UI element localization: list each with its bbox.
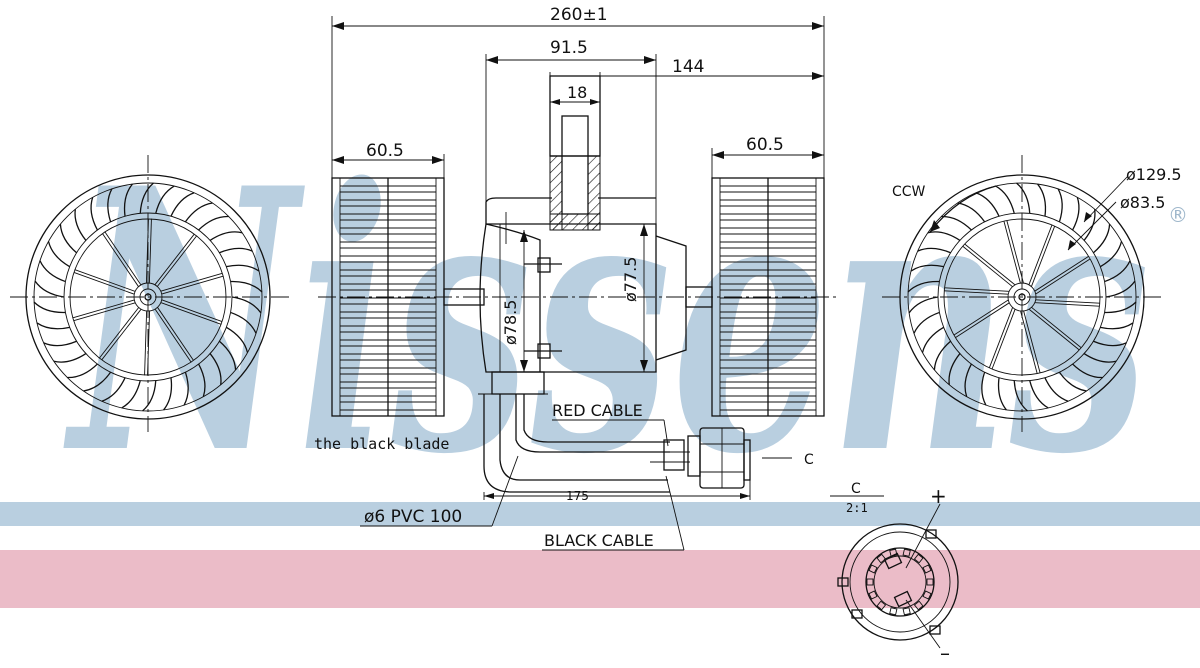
dimension-lines <box>331 16 825 551</box>
blue-band <box>0 502 1200 526</box>
dim-cable-length: 175 <box>566 489 589 503</box>
view-ref-label: C <box>804 452 814 468</box>
dim-motor-length: 91.5 <box>550 38 588 58</box>
top-connector <box>549 75 601 231</box>
black-cable-label: BLACK CABLE <box>544 531 654 550</box>
dim-wheel-outer-diameter: ø129.5 <box>1126 165 1182 184</box>
right-wheel-front-view <box>882 155 1162 432</box>
dim-right-wheel-width: 60.5 <box>746 135 784 155</box>
dim-right-length: 144 <box>672 57 704 77</box>
dim-overall-length: 260±1 <box>550 5 608 25</box>
dim-wheel-inner-diameter: ø83.5 <box>1120 193 1165 212</box>
detail-scale: 2:1 <box>846 501 868 515</box>
watermark-registered-mark: ® <box>1168 203 1188 227</box>
left-wheel-front-view <box>10 155 290 432</box>
motor-body <box>478 197 687 395</box>
blade-note: the black blade <box>314 435 449 453</box>
pink-band <box>0 550 1200 608</box>
cable-assembly <box>483 394 751 493</box>
watermark-logo: Nissens <box>62 110 1150 533</box>
dim-motor-diameter-outer: ø78.5 <box>501 300 520 345</box>
plus-terminal-label: + <box>930 484 947 508</box>
dim-left-wheel-width: 60.5 <box>366 141 404 161</box>
dim-motor-diameter-inner: ø77.5 <box>621 257 640 302</box>
detail-c-view <box>830 495 959 649</box>
red-cable-label: RED CABLE <box>552 401 643 420</box>
pvc-label: ø6 PVC 100 <box>364 507 462 527</box>
dim-connector-width: 18 <box>567 83 587 102</box>
minus-terminal-label: – <box>940 641 950 665</box>
rotation-label: CCW <box>892 184 926 200</box>
detail-title: C <box>851 481 861 497</box>
